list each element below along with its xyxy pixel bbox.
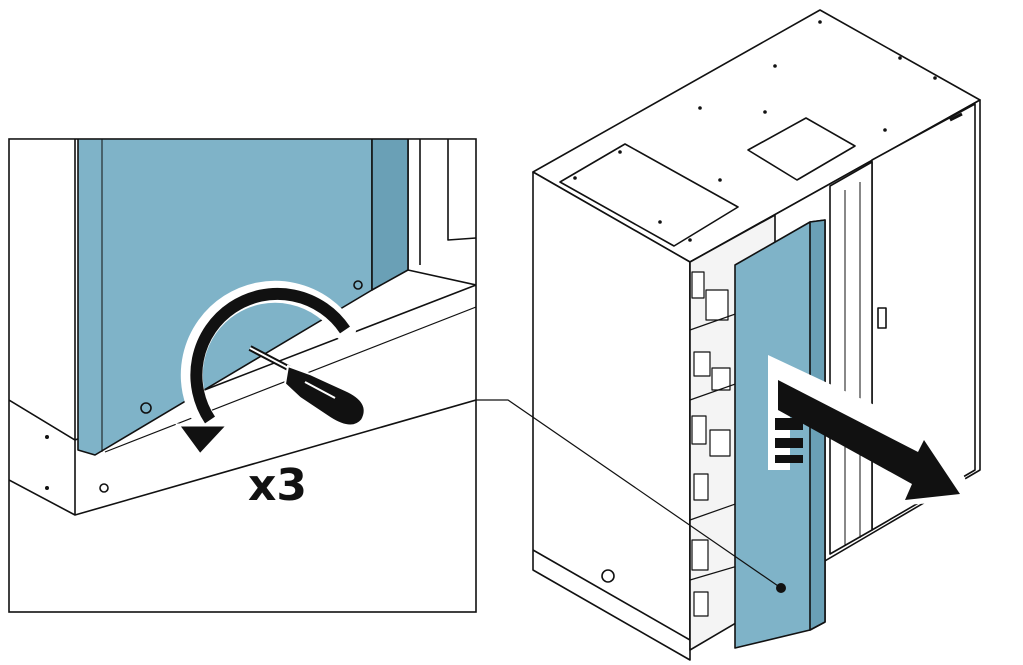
top-plate-left [559,143,739,247]
rotate-counterclockwise-arrow-icon [175,280,356,458]
panel-hole [140,402,152,414]
screwdriver-icon [248,345,366,427]
callout-pointer-icon [476,399,782,589]
repeat-count-label: x3 [248,460,307,511]
top-plate-right [747,117,856,181]
pull-out-arrow-icon [768,355,975,505]
door-latch [877,307,887,329]
cabinet-left-side [532,171,691,661]
side-hole [601,569,615,583]
cabinet-overview [532,9,981,661]
